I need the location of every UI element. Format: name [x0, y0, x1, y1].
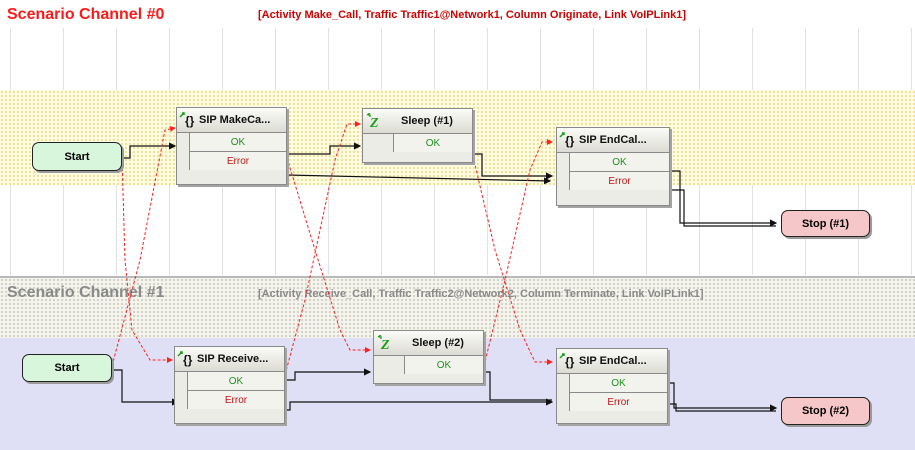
channel1-title: Scenario Channel #1	[7, 284, 165, 301]
channel-separator	[0, 276, 915, 278]
error-port[interactable]: Error	[189, 152, 286, 170]
activity-sip-receive-call[interactable]: {} SIP Receive... OK Error	[174, 346, 285, 424]
ok-port[interactable]: OK	[187, 372, 284, 391]
stop-node-channel1[interactable]: Stop (#2)	[781, 397, 870, 425]
svg-text:Z: Z	[380, 338, 390, 351]
activity-header: {} SIP EndCal...	[557, 128, 669, 153]
activity-title: SIP EndCal...	[579, 355, 647, 367]
sip-script-icon: {}	[177, 351, 195, 367]
start-node-channel1[interactable]: Start	[22, 354, 112, 382]
activity-title: Sleep (#1)	[401, 115, 453, 127]
start-node-channel0[interactable]: Start	[32, 142, 122, 171]
error-port[interactable]: Error	[569, 393, 667, 411]
activity-header: {} SIP EndCal...	[557, 349, 667, 374]
ok-port[interactable]: OK	[569, 374, 667, 393]
channel0-info: [Activity Make_Call, Traffic Traffic1@Ne…	[258, 9, 687, 21]
activity-sip-end-call-1[interactable]: {} SIP EndCal... OK Error	[556, 127, 670, 206]
channel1-info: [Activity Receive_Call, Traffic Traffic2…	[258, 288, 704, 300]
ok-port[interactable]: OK	[569, 153, 669, 172]
sip-script-icon: {}	[559, 353, 577, 369]
ok-port[interactable]: OK	[189, 133, 286, 152]
sleep-icon: Z	[376, 335, 394, 351]
activity-sleep-2[interactable]: Z Sleep (#2) OK	[373, 330, 484, 384]
svg-text:{}: {}	[183, 353, 193, 367]
activity-sleep-1[interactable]: Z Sleep (#1) OK	[362, 108, 473, 163]
channel0-title: Scenario Channel #0	[7, 6, 165, 23]
error-port[interactable]: Error	[187, 391, 284, 409]
sleep-icon: Z	[365, 113, 383, 129]
activity-header: Z Sleep (#1)	[363, 109, 472, 134]
svg-text:{}: {}	[565, 355, 575, 369]
activity-title: Sleep (#2)	[412, 337, 464, 349]
activity-title: SIP MakeCa...	[199, 114, 271, 126]
ok-port[interactable]: OK	[393, 134, 472, 152]
svg-text:Z: Z	[369, 116, 379, 129]
activity-header: {} SIP MakeCa...	[177, 108, 286, 133]
activity-header: Z Sleep (#2)	[374, 331, 483, 356]
activity-header: {} SIP Receive...	[175, 347, 284, 372]
activity-title: SIP EndCal...	[579, 134, 647, 146]
activity-sip-make-call[interactable]: {} SIP MakeCa... OK Error	[176, 107, 287, 185]
activity-sip-end-call-2[interactable]: {} SIP EndCal... OK Error	[556, 348, 668, 424]
ok-port[interactable]: OK	[404, 356, 483, 374]
channel0-lower-grid-area	[0, 185, 915, 275]
channel0-grid-area	[0, 28, 915, 90]
activity-title: SIP Receive...	[197, 353, 269, 365]
sip-script-icon: {}	[559, 132, 577, 148]
svg-text:{}: {}	[185, 114, 195, 128]
svg-text:{}: {}	[565, 134, 575, 148]
error-port[interactable]: Error	[569, 172, 669, 190]
sip-script-icon: {}	[179, 112, 197, 128]
stop-node-channel0[interactable]: Stop (#1)	[781, 210, 870, 237]
